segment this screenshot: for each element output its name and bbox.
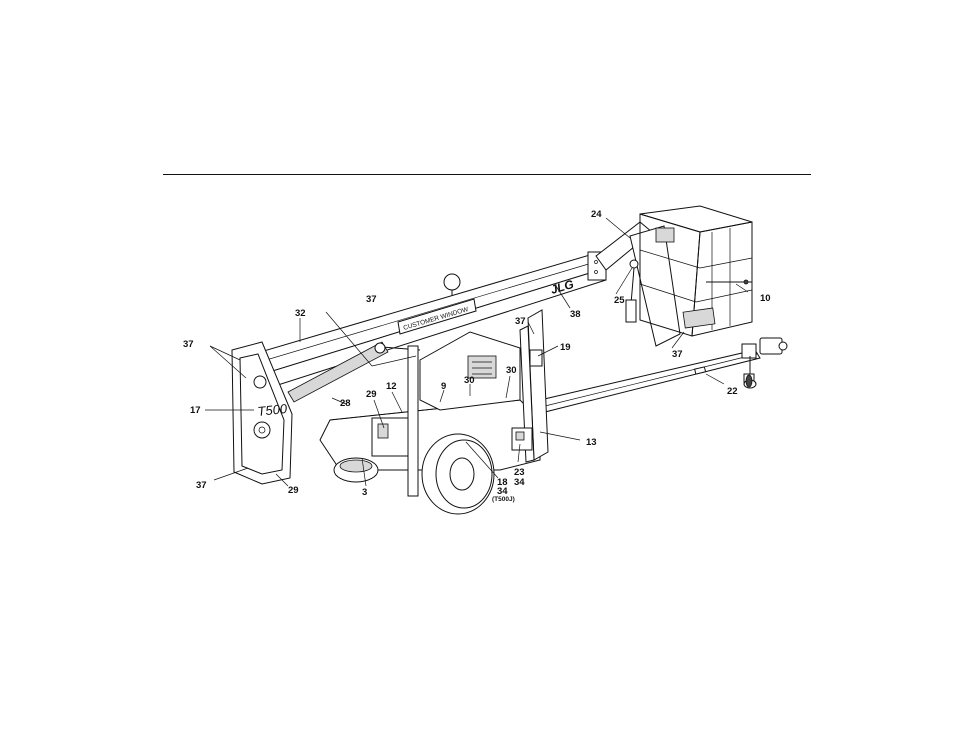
outrigger-pad-left — [334, 458, 378, 482]
t500-model-label: T500 — [257, 401, 289, 419]
jack-wheel — [746, 375, 752, 387]
callout-37-boom: 37 — [366, 294, 377, 305]
callout-13: 13 — [586, 437, 597, 448]
callout-34-rear: 34 — [514, 477, 525, 488]
callout-17: 17 — [190, 405, 201, 416]
callout-19: 19 — [560, 342, 571, 353]
callout-29: 29 — [366, 389, 377, 400]
trailer-tongue — [540, 338, 787, 412]
callout-30-right: 30 — [506, 365, 517, 376]
callout-25: 25 — [614, 295, 625, 306]
callout-12: 12 — [386, 381, 397, 392]
beacon-light — [444, 274, 460, 296]
callout-37-platform: 37 — [672, 349, 683, 360]
callout-29-left: 29 — [288, 485, 299, 496]
callout-37-rear: 37 — [515, 316, 526, 327]
callout-32: 32 — [295, 308, 306, 319]
callout-22: 22 — [727, 386, 738, 397]
jib-arm — [596, 222, 680, 346]
callout-3: 3 — [362, 487, 367, 498]
callout-34-note: (T500J) — [492, 496, 515, 503]
callout-38: 38 — [570, 309, 581, 320]
callout-10: 10 — [760, 293, 771, 304]
callout-37-mast-bottom: 37 — [196, 480, 207, 491]
callout-37-mast-top: 37 — [183, 339, 194, 350]
callout-24: 24 — [591, 209, 602, 220]
main-wheel — [422, 434, 494, 514]
callout-30-left: 30 — [464, 375, 475, 386]
callout-28: 28 — [340, 398, 351, 409]
callout-9: 9 — [441, 381, 446, 392]
